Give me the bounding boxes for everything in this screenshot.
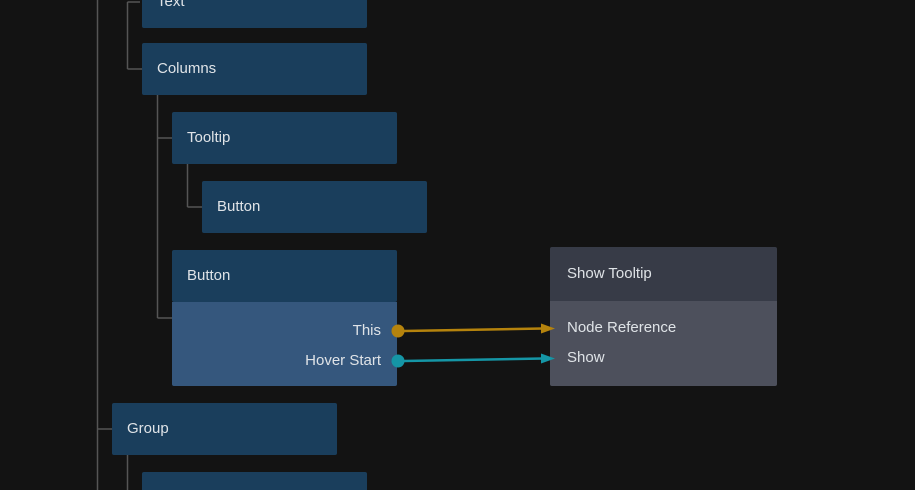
tree-node-label: Button (187, 267, 231, 284)
tree-node-label: Tooltip (187, 129, 231, 146)
tree-node-text[interactable]: Text (142, 0, 367, 28)
panel-row-node-reference[interactable]: Node Reference (550, 313, 777, 343)
tree-node-columns[interactable]: Columns (142, 43, 367, 95)
port-hover-start[interactable]: Hover Start (172, 346, 397, 376)
tree-node-button-child[interactable]: Button (202, 181, 427, 233)
tree-node-button[interactable]: Button (172, 250, 397, 302)
tree-node-button-ports: This Hover Start (172, 302, 397, 386)
action-panel: Show Tooltip Node Reference Show (550, 247, 777, 386)
tree-node-label: Group (127, 420, 169, 437)
action-panel-header[interactable]: Show Tooltip (550, 247, 777, 301)
action-panel-title: Show Tooltip (567, 265, 652, 282)
tree-node-partial[interactable] (142, 472, 367, 490)
tree-node-label: Button (217, 198, 261, 215)
panel-row-show[interactable]: Show (550, 343, 777, 373)
port-label: Hover Start (305, 352, 381, 369)
panel-row-label: Node Reference (567, 319, 677, 336)
port-label: This (352, 322, 381, 339)
tree-node-group[interactable]: Group (112, 403, 337, 455)
panel-row-label: Show (567, 349, 605, 366)
tree-node-tooltip[interactable]: Tooltip (172, 112, 397, 164)
tree-node-label: Columns (157, 60, 217, 77)
action-panel-body: Node Reference Show (550, 301, 777, 386)
port-this[interactable]: This (172, 316, 397, 346)
wire-hover-start-to-show (403, 357, 544, 363)
tree-node-label: Text (157, 0, 185, 10)
wire-this-to-node-reference (403, 327, 544, 333)
